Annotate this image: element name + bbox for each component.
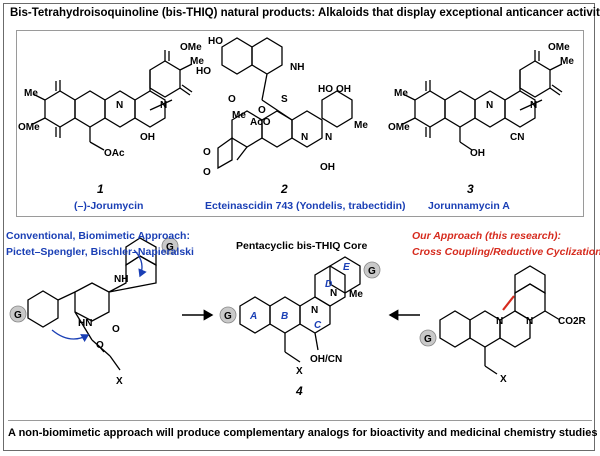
svg-text:C: C: [314, 320, 322, 331]
svg-text:N: N: [526, 316, 533, 327]
core-heading: Pentacyclic bis-THIQ Core: [236, 240, 368, 252]
our-approach-heading: Our Approach (this research):: [412, 230, 561, 242]
svg-text:X: X: [500, 374, 507, 385]
biomimetic-heading: Conventional, Biomimetic Approach:: [6, 230, 190, 242]
svg-text:Me: Me: [190, 56, 204, 67]
g-substituent-circle: [363, 261, 381, 279]
svg-text:Me: Me: [394, 88, 408, 99]
svg-text:CN: CN: [510, 132, 524, 143]
svg-text:O: O: [203, 167, 211, 178]
svg-text:CO2R: CO2R: [558, 316, 587, 327]
structure-jorumycin: [32, 50, 193, 151]
svg-text:E: E: [343, 262, 350, 273]
svg-text:A: A: [249, 311, 257, 322]
g-substituent-circle: [419, 329, 437, 347]
figure-title: Bis-Tetrahydroisoquinoline (bis-THIQ) na…: [10, 7, 600, 19]
compound-number-4: 4: [296, 384, 303, 398]
our-approach-subheading: Cross Coupling/Reductive Cyclization: [412, 246, 600, 258]
svg-text:N: N: [160, 100, 167, 111]
footer-caption: A non-biomimetic approach will produce c…: [8, 427, 598, 439]
svg-text:OMe: OMe: [18, 122, 40, 133]
svg-text:N: N: [116, 100, 123, 111]
svg-text:B: B: [281, 311, 288, 322]
svg-text:OH/CN: OH/CN: [310, 354, 342, 365]
svg-text:N: N: [496, 316, 503, 327]
compound-name-2: Ecteinascidin 743 (Yondelis, trabectidin…: [205, 200, 406, 212]
svg-text:X: X: [296, 366, 303, 377]
compound-name-1: (–)-Jorumycin: [74, 200, 144, 212]
g-substituent-circle: [161, 237, 179, 255]
svg-text:Me: Me: [349, 289, 363, 300]
svg-text:OMe: OMe: [548, 42, 570, 53]
svg-text:S: S: [281, 94, 288, 105]
svg-text:G: G: [368, 266, 376, 277]
structure-pentacyclic-core: [239, 256, 361, 363]
svg-text:AcO: AcO: [250, 117, 271, 128]
svg-text:OH: OH: [140, 132, 155, 143]
svg-text:O: O: [228, 94, 236, 105]
svg-text:O: O: [203, 147, 211, 158]
svg-text:NH: NH: [290, 62, 304, 73]
svg-text:HN: HN: [78, 318, 92, 329]
svg-text:O: O: [96, 340, 104, 351]
svg-text:X: X: [116, 376, 123, 387]
svg-text:OH: OH: [336, 84, 351, 95]
svg-text:OAc: OAc: [104, 148, 125, 159]
svg-text:HO: HO: [196, 66, 211, 77]
svg-text:Me: Me: [232, 110, 246, 121]
svg-text:N: N: [311, 305, 318, 316]
svg-text:G: G: [224, 311, 232, 322]
structure-cross-coupling-precursor: [439, 265, 561, 375]
svg-text:OH: OH: [470, 148, 485, 159]
svg-text:NH: NH: [114, 274, 128, 285]
svg-text:N: N: [325, 132, 332, 143]
svg-text:HO: HO: [318, 84, 333, 95]
svg-text:G: G: [424, 334, 432, 345]
structure-biomimetic-precursor: [27, 237, 157, 371]
figure-frame: [3, 3, 595, 451]
footer-divider: [8, 420, 592, 421]
svg-text:OMe: OMe: [388, 122, 410, 133]
svg-text:Me: Me: [354, 120, 368, 131]
svg-text:OMe: OMe: [180, 42, 202, 53]
svg-text:N: N: [530, 100, 537, 111]
svg-text:N: N: [301, 132, 308, 143]
compound-name-3: Jorunnamycin A: [428, 200, 510, 212]
svg-text:O: O: [258, 105, 266, 116]
compound-number-1: 1: [97, 182, 104, 196]
structure-ecteinascidin: [217, 37, 353, 170]
biomimetic-subheading: Pictet–Spengler, Bischler–Napieralski: [6, 246, 194, 258]
g-substituent-circle: [9, 305, 27, 323]
svg-text:D: D: [325, 279, 332, 290]
svg-text:Me: Me: [24, 88, 38, 99]
natural-products-panel: [16, 30, 584, 217]
svg-text:G: G: [166, 242, 174, 253]
svg-text:Me: Me: [560, 56, 574, 67]
svg-text:HO: HO: [208, 36, 223, 47]
compound-number-3: 3: [467, 182, 474, 196]
structure-jorunnamycin: [402, 50, 563, 151]
svg-text:OH: OH: [320, 162, 335, 173]
svg-text:N: N: [486, 100, 493, 111]
compound-number-2: 2: [281, 182, 288, 196]
svg-text:G: G: [14, 310, 22, 321]
svg-text:O: O: [112, 324, 120, 335]
svg-text:N: N: [330, 288, 337, 299]
g-substituent-circle: [219, 306, 237, 324]
